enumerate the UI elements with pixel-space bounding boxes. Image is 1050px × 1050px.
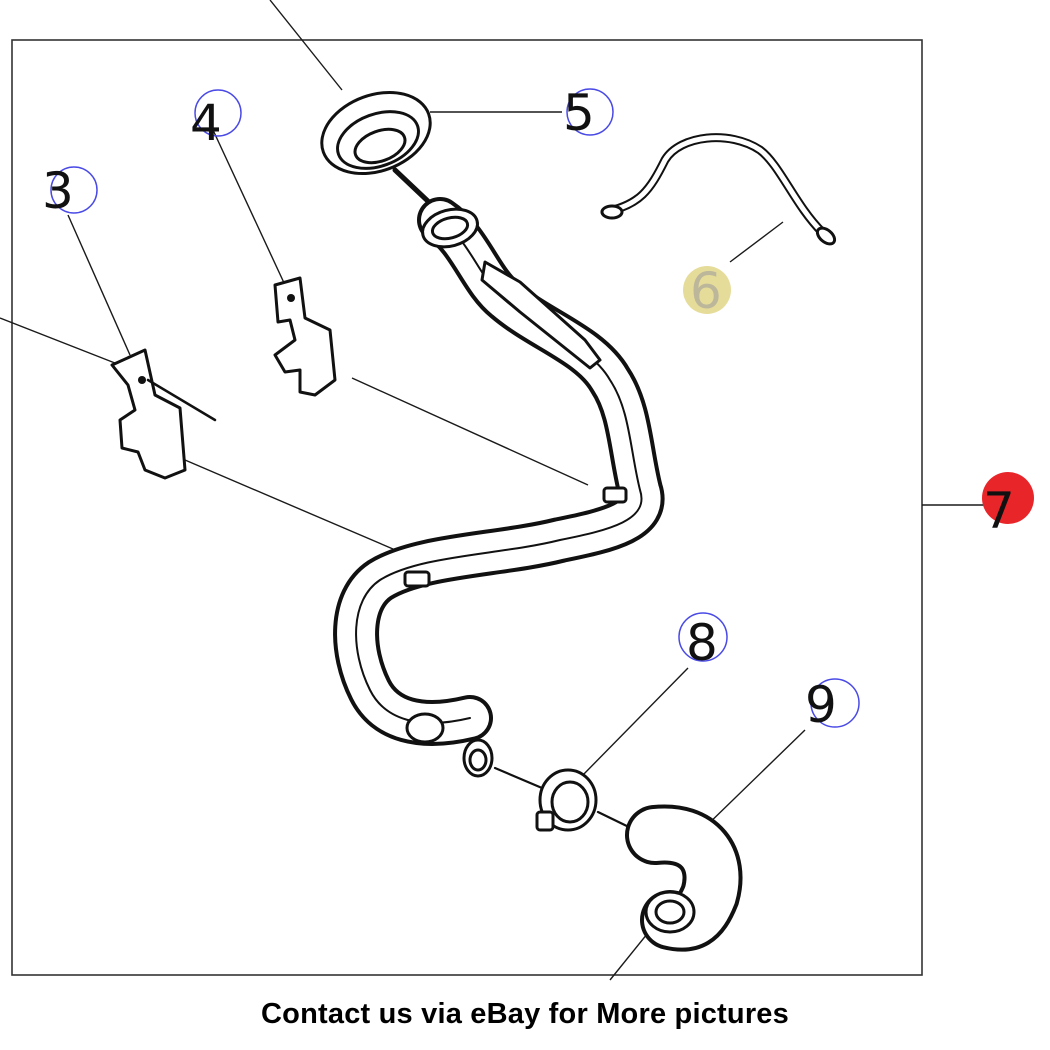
callout-label-7: 7 (983, 482, 1015, 540)
callout-label-6: 6 (690, 262, 722, 320)
callout-8: 8 (678, 612, 728, 672)
callout-label-5: 5 (563, 84, 595, 142)
bracket-part-3 (110, 348, 217, 480)
grommet-part (320, 90, 435, 208)
callout-label-4: 4 (190, 94, 222, 152)
callout-label-8: 8 (686, 614, 718, 672)
callout-label-3: 3 (42, 162, 74, 220)
callout-3: 3 (42, 162, 98, 220)
bracket-part-4 (273, 276, 337, 397)
callout-label-9: 9 (805, 676, 837, 734)
callout-4: 4 (190, 89, 242, 152)
hose-part (600, 133, 837, 246)
callout-7: 7 (982, 472, 1034, 540)
callout-5: 5 (563, 84, 614, 142)
elbow-hose-part (625, 804, 743, 952)
clamp-part (493, 766, 637, 832)
leader-lines (0, 0, 985, 981)
footer-contact-text: Contact us via eBay for More pictures (261, 998, 789, 1030)
callout-9: 9 (805, 676, 860, 734)
filler-pipe-part (333, 197, 665, 778)
diagram-frame (11, 39, 923, 976)
callout-6: 6 (683, 262, 731, 320)
